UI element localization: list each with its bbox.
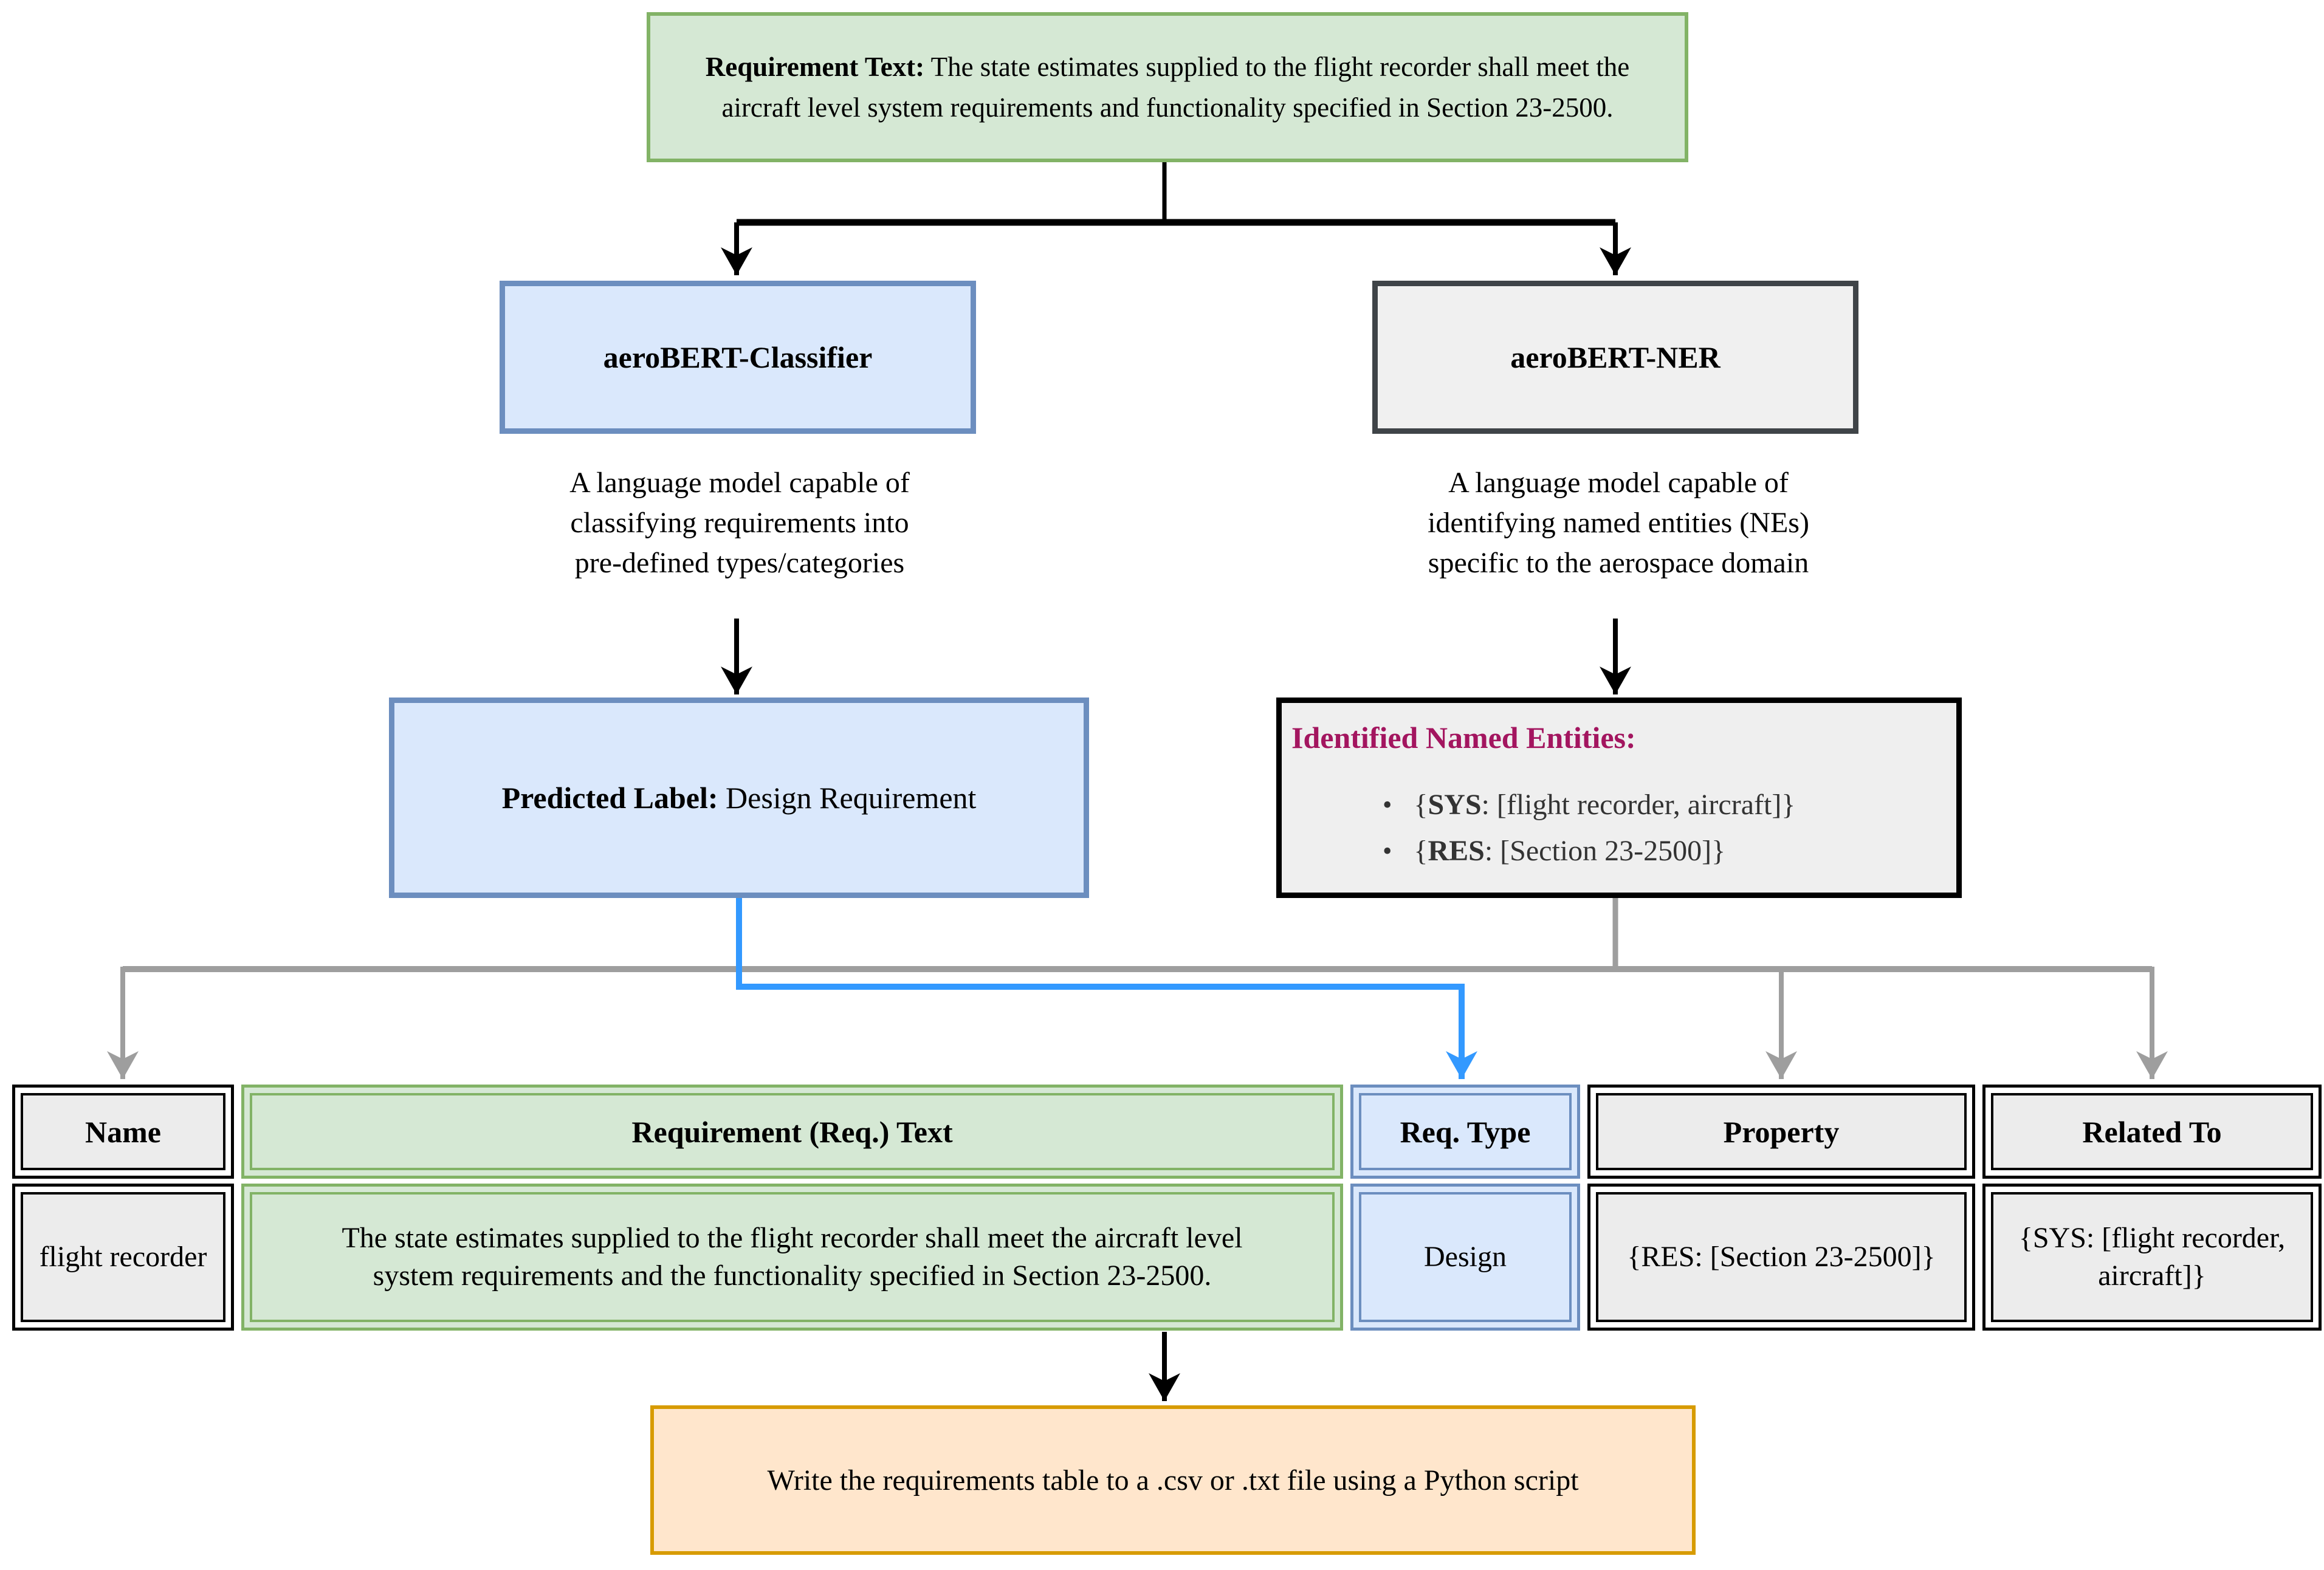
classifier-box: aeroBERT-Classifier [500,281,976,434]
entity-item-text: {RES: [Section 23-2500]} [1414,828,1725,874]
ner-title: aeroBERT-NER [1510,340,1721,374]
requirement-text-label: Requirement Text: [705,51,925,82]
ner-description-line: A language model capable of [1448,467,1789,499]
col-header-req-type: Req. Type [1350,1085,1580,1179]
cell-name-value: flight recorder [39,1241,207,1273]
cell-name: flight recorder [12,1184,234,1331]
cell-req-type-value: Design [1424,1241,1507,1273]
entity-values: : [flight recorder, aircraft]} [1481,789,1796,821]
col-header-property-label: Property [1723,1114,1840,1149]
entity-item-text: {SYS: [flight recorder, aircraft]} [1414,782,1795,828]
col-header-req-type-label: Req. Type [1400,1114,1531,1149]
ner-box: aeroBERT-NER [1372,281,1858,434]
cell-req-text-value: The state estimates supplied to the flig… [342,1219,1242,1295]
entity-brace: { [1414,835,1428,867]
classifier-description: A language model capable of classifying … [493,463,986,583]
ner-description: A language model capable of identifying … [1366,463,1871,583]
requirement-text-body: The state estimates supplied to the flig… [721,51,1630,123]
cell-req-type: Design [1350,1184,1580,1331]
ner-description-line: specific to the aerospace domain [1428,547,1809,579]
cell-related-to-line: aircraft]} [2098,1260,2206,1292]
col-header-related-to-label: Related To [2082,1114,2222,1149]
named-entities-box: Identified Named Entities: • {SYS: [flig… [1276,698,1962,898]
col-header-name: Name [12,1085,234,1179]
arrow-to-reqtype-column [736,898,1477,1079]
requirement-text-box: Requirement Text: The state estimates su… [647,12,1688,162]
ner-description-line: identifying named entities (NEs) [1428,507,1809,539]
classifier-description-line: pre-defined types/categories [574,547,905,579]
entity-item: • {SYS: [flight recorder, aircraft]} [1383,782,1945,828]
cell-req-text: The state estimates supplied to the flig… [241,1184,1343,1331]
output-box: Write the requirements table to a .csv o… [650,1405,1696,1555]
col-header-name-label: Name [85,1114,161,1149]
cell-property: {RES: [Section 23-2500]} [1587,1184,1975,1331]
predicted-label-prefix: Predicted Label: [501,781,718,815]
col-header-req-text: Requirement (Req.) Text [241,1085,1343,1179]
bullet-icon: • [1383,790,1392,820]
classifier-description-line: A language model capable of [569,467,910,499]
entity-item: • {RES: [Section 23-2500]} [1383,828,1945,874]
named-entities-title: Identified Named Entities: [1291,721,1636,755]
predicted-label-value: Design Requirement [718,781,977,815]
named-entities-list: • {SYS: [flight recorder, aircraft]} • {… [1291,782,1945,874]
output-box-text: Write the requirements table to a .csv o… [767,1464,1579,1496]
classifier-description-line: classifying requirements into [570,507,909,539]
col-header-req-text-label: Requirement (Req.) Text [631,1114,953,1149]
entity-brace: { [1414,789,1428,821]
cell-related-to: {SYS: [flight recorder, aircraft]} [1982,1184,2322,1331]
cell-related-to-value: {SYS: [flight recorder, aircraft]} [2019,1219,2285,1295]
predicted-label-text: Predicted Label: Design Requirement [502,780,977,815]
requirement-text: Requirement Text: The state estimates su… [657,47,1678,128]
entity-values: : [Section 23-2500]} [1484,835,1726,867]
col-header-related-to: Related To [1982,1085,2322,1179]
entity-key: RES [1428,835,1485,867]
cell-req-text-line: The state estimates supplied to the flig… [342,1222,1243,1254]
cell-req-text-line: system requirements and the functionalit… [373,1260,1212,1292]
cell-property-value: {RES: [Section 23-2500]} [1627,1241,1936,1273]
entity-key: SYS [1428,789,1482,821]
cell-related-to-line: {SYS: [flight recorder, [2018,1222,2286,1254]
classifier-title: aeroBERT-Classifier [603,340,873,374]
col-header-property: Property [1587,1085,1975,1179]
predicted-label-box: Predicted Label: Design Requirement [389,698,1089,898]
bullet-icon: • [1383,836,1392,866]
